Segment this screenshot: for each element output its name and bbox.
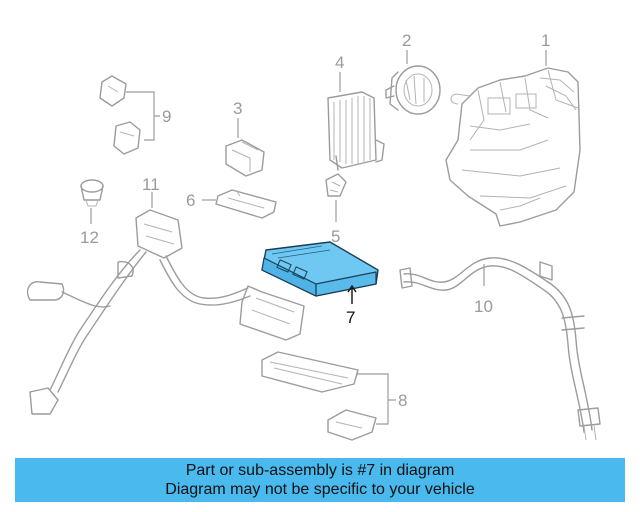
leader-arrow-7 <box>347 284 357 293</box>
part-2-blower-motor <box>385 65 441 115</box>
part-8-vent-duct <box>261 351 396 441</box>
callout-10: 10 <box>474 297 493 316</box>
callout-12: 12 <box>80 228 99 247</box>
callout-8: 8 <box>398 391 407 410</box>
callout-9: 9 <box>162 107 171 126</box>
callout-7: 7 <box>346 308 355 327</box>
part-10-pipe-assembly <box>399 257 601 441</box>
callout-3: 3 <box>233 99 242 118</box>
callout-4: 4 <box>335 53 344 72</box>
part-1-hvac-case <box>445 67 581 227</box>
part-5-sensor <box>325 155 347 197</box>
part-4-heater-core <box>327 91 385 169</box>
info-banner: Part or sub-assembly is #7 in diagram Di… <box>15 458 625 502</box>
callout-2: 2 <box>402 31 411 50</box>
part-9-connectors <box>99 75 160 155</box>
part-3-resistor <box>225 139 265 177</box>
parts-diagram: 1 2 4 5 3 <box>26 31 601 441</box>
callout-11: 11 <box>142 175 160 194</box>
callout-6: 6 <box>186 191 195 210</box>
part-12-grommet <box>80 179 104 207</box>
part-11-wiring-harness <box>26 209 305 415</box>
callout-5: 5 <box>331 227 340 246</box>
banner-line-2: Diagram may not be specific to your vehi… <box>165 481 475 498</box>
callout-1: 1 <box>541 31 550 50</box>
part-7-control-module <box>261 241 379 297</box>
part-6-bracket <box>215 189 277 219</box>
banner-line-1: Part or sub-assembly is #7 in diagram <box>185 462 455 479</box>
